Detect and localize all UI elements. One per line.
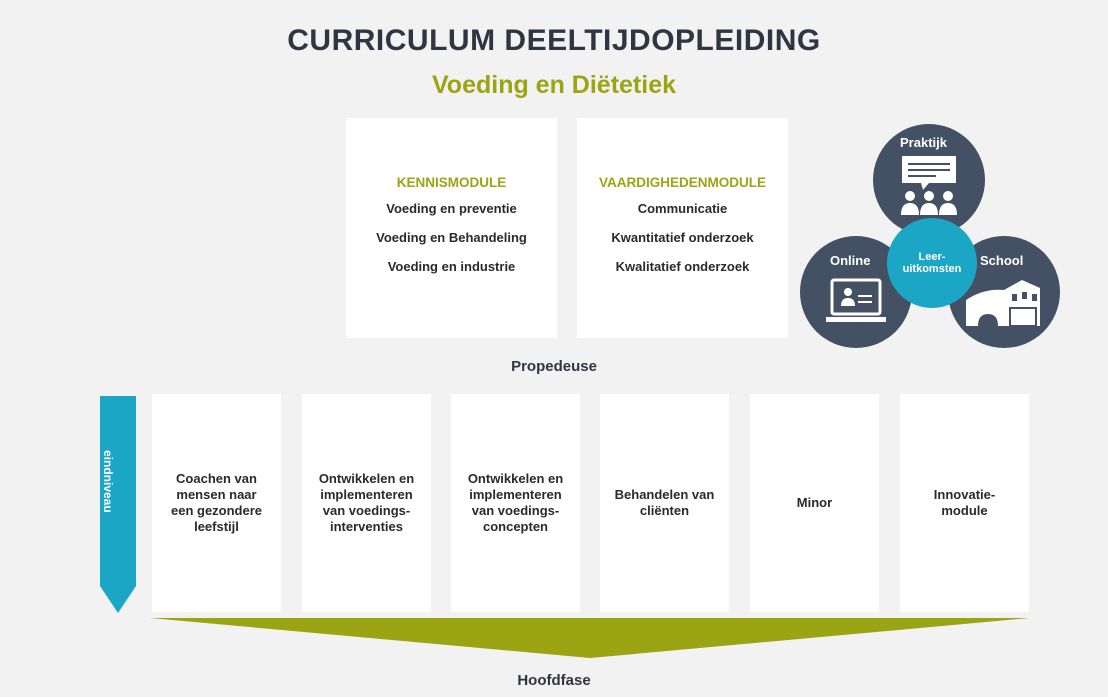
leeruitkomsten-circle: Leer- uitkomsten: [887, 218, 977, 308]
phase-module-box: Behandelen van cliënten: [600, 394, 729, 612]
phase-module-box: Ontwikkelen en implementeren van voeding…: [451, 394, 580, 612]
kennismodule-heading: KENNISMODULE: [396, 175, 507, 190]
phase-module-label: Behandelen van cliënten: [614, 487, 715, 518]
hoofdfase-wedge: [150, 618, 1030, 658]
eindniveau-label: eindniveau: [101, 450, 115, 513]
leeruitkomsten-label-line1: Leer-: [918, 251, 946, 263]
kennismodule-item: Voeding en industrie: [387, 259, 516, 274]
vaardighedenmodule-item: Kwantitatief onderzoek: [611, 230, 754, 245]
phase-module-box: Ontwikkelen en implementeren van voeding…: [302, 394, 431, 612]
phase-module-label: Innovatie- module: [933, 487, 996, 518]
phase-module-label: Ontwikkelen en implementeren van voeding…: [318, 471, 415, 534]
phase-module-label: Ontwikkelen en implementeren van voeding…: [467, 471, 564, 534]
kennismodule-box: KENNISMODULE Voeding en preventie Voedin…: [346, 118, 557, 338]
vaardighedenmodule-item: Kwalitatief onderzoek: [615, 259, 750, 274]
school-building-icon: [966, 280, 1040, 327]
phase-module-box: Innovatie- module: [900, 394, 1029, 612]
laptop-icon: [826, 278, 886, 322]
leeruitkomsten-label-line2: uitkomsten: [902, 263, 962, 275]
page-title: CURRICULUM DEELTIJDOPLEIDING: [287, 24, 821, 57]
eindniveau-arrow: [100, 396, 136, 613]
praktijk-label: Praktijk: [900, 135, 947, 150]
vaardighedenmodule-item: Communicatie: [637, 201, 728, 216]
vaardighedenmodule-box: VAARDIGHEDENMODULE Communicatie Kwantita…: [577, 118, 788, 338]
phase-module-label: Coachen van mensen naar een gezondere le…: [170, 471, 263, 534]
page-subtitle: Voeding en Diëtetiek: [431, 71, 677, 99]
phase-module-box: Coachen van mensen naar een gezondere le…: [152, 394, 281, 612]
online-label: Online: [830, 253, 871, 268]
propedeuse-label: Propedeuse: [511, 358, 597, 375]
school-label: School: [980, 253, 1024, 268]
phase-module-label: Minor: [796, 495, 833, 510]
kennismodule-item: Voeding en Behandeling: [376, 230, 527, 245]
people-presentation-icon: [901, 156, 957, 215]
vaardighedenmodule-heading: VAARDIGHEDENMODULE: [598, 175, 766, 190]
phase-module-box: Minor: [750, 394, 879, 612]
hoofdfase-label: Hoofdfase: [517, 672, 591, 689]
kennismodule-item: Voeding en preventie: [386, 201, 517, 216]
